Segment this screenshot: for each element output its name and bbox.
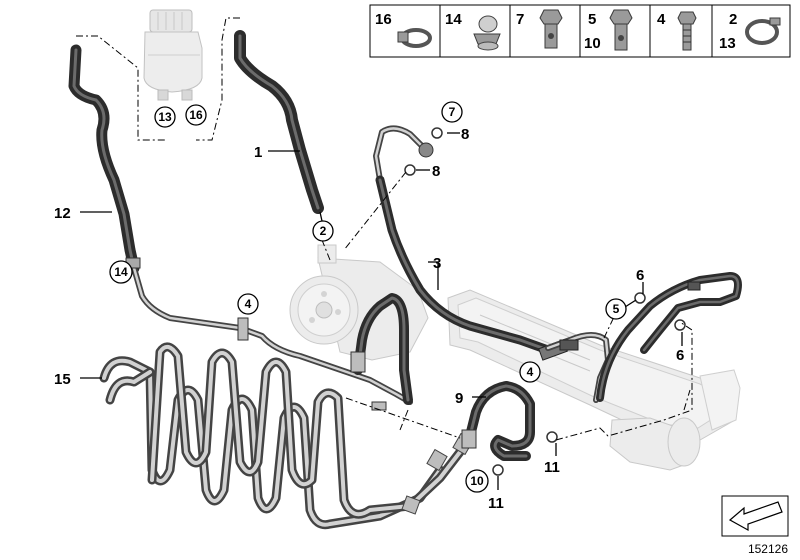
key-label-16: 16 [375, 11, 392, 28]
callout-8b: 8 [432, 163, 440, 180]
circle-callout-4a: 4 [245, 297, 252, 311]
circle-callout-4b: 4 [527, 365, 534, 379]
feed-lines-6 [545, 272, 742, 403]
key-label-7: 7 [516, 11, 524, 28]
seals [404, 127, 686, 476]
key-label-2: 2 [729, 11, 737, 28]
callout-1: 1 [254, 144, 262, 161]
callout-6b: 6 [676, 347, 684, 364]
clip-clamp-icon [473, 15, 501, 51]
callout-9: 9 [455, 390, 463, 407]
callout-15: 15 [54, 371, 71, 388]
callout-11a: 11 [544, 459, 560, 476]
key-label-10: 10 [584, 35, 601, 52]
reservoir [143, 9, 203, 101]
return-line-12 [68, 44, 413, 411]
circle-callout-14: 14 [114, 265, 128, 279]
callout-3: 3 [433, 255, 441, 272]
key-label-5: 5 [588, 11, 596, 28]
hollow-bolt-icon [539, 9, 563, 49]
steering-rack [447, 289, 741, 471]
direction-arrow-box [721, 495, 789, 537]
callout-labels: 1 12 3 15 9 8 8 6 6 11 11 [54, 126, 684, 512]
circle-callout-7: 7 [449, 105, 456, 119]
spring-clamp-icon [745, 17, 781, 45]
key-label-14: 14 [445, 11, 462, 28]
circle-callouts: 13 16 2 14 4 4 7 5 10 [109, 101, 627, 493]
front-direction-arrow-icon [728, 501, 783, 532]
suction-hose-1 [234, 30, 324, 214]
oil-cooler-pipe [99, 342, 474, 530]
key-label-13: 13 [719, 35, 736, 52]
circle-callout-13: 13 [158, 110, 172, 124]
callout-11b: 11 [488, 495, 504, 512]
key-label-4: 4 [657, 11, 666, 28]
callout-6a: 6 [636, 267, 644, 284]
pressure-hose-3 [373, 125, 568, 361]
callout-8a: 8 [461, 126, 469, 143]
callout-12: 12 [54, 205, 71, 222]
hose-clamp-icon [397, 28, 432, 48]
circle-callout-10: 10 [470, 474, 484, 488]
circle-callout-5: 5 [613, 302, 620, 316]
diagram-number: 152126 [748, 542, 788, 556]
parts-key: 16 14 7 5 10 4 [369, 4, 791, 58]
return-hose-9 [461, 381, 535, 461]
leaders [80, 132, 683, 490]
banjo-bolt-icon [609, 9, 633, 51]
circle-callout-2: 2 [320, 224, 327, 238]
pump-outlet-line [350, 293, 413, 405]
dash-leaders [76, 17, 693, 441]
bolt-icon [677, 11, 697, 51]
circle-callout-16: 16 [189, 108, 203, 122]
